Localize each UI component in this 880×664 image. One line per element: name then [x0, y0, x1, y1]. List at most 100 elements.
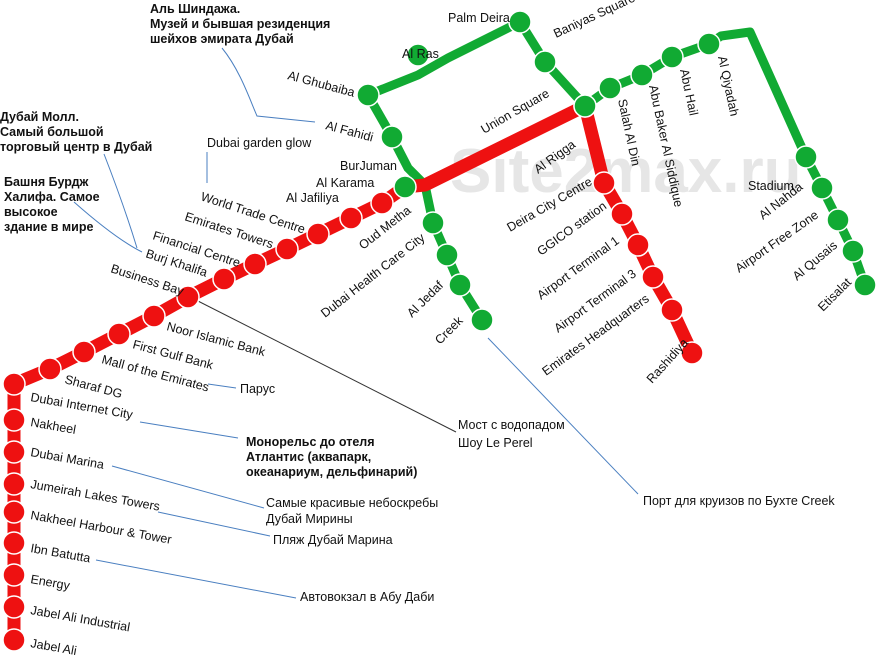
red-station-dot[interactable]	[592, 171, 616, 195]
red-station-label[interactable]: Energy	[29, 572, 71, 593]
green-station-label[interactable]: Baniyas Square	[551, 0, 637, 41]
red-station-label[interactable]: Al Jafiliya	[286, 191, 339, 205]
red-station-dot[interactable]	[243, 252, 267, 276]
red-station-dot[interactable]	[2, 563, 26, 587]
green-station-dot[interactable]	[380, 125, 404, 149]
red-station-dot[interactable]	[339, 206, 363, 230]
green-station-label[interactable]: Abu Hail	[677, 68, 701, 117]
red-station-label[interactable]: BurJuman	[340, 159, 397, 173]
annotation-line: высокое	[4, 205, 58, 219]
red-station-dot[interactable]	[38, 357, 62, 381]
annotation-monorail: Монорельс до отеля Атлантис (аквапарк, о…	[246, 435, 417, 479]
annotation-line: Халифа. Самое	[4, 190, 100, 204]
red-station-dot[interactable]	[72, 340, 96, 364]
callout-bridge	[191, 297, 457, 433]
red-station-label[interactable]: Al Karama	[316, 176, 374, 190]
red-station-dot[interactable]	[306, 222, 330, 246]
red-station-label[interactable]: Ibn Batutta	[29, 541, 91, 565]
green-station-label[interactable]: Etisalat	[815, 275, 854, 314]
annotation-line: Музей и бывшая резиденция	[150, 17, 330, 31]
callout-shindagha	[221, 47, 316, 123]
green-station-dot[interactable]	[841, 239, 865, 263]
green-station-dot[interactable]	[508, 10, 532, 34]
green-station-label[interactable]: Al Qusais	[790, 238, 840, 283]
green-station-dot[interactable]	[470, 308, 494, 332]
annotation-line: Дубай Мирины	[266, 512, 353, 526]
red-station-dot[interactable]	[2, 440, 26, 464]
callout-monorail	[139, 421, 239, 439]
red-station-label[interactable]: Jabel Ali Industrial	[29, 603, 131, 634]
red-station-dot[interactable]	[610, 202, 634, 226]
green-station-dot[interactable]	[435, 243, 459, 267]
annotation-line: Мост с водопадом	[458, 418, 565, 432]
green-station-dot[interactable]	[810, 176, 834, 200]
green-station-label[interactable]: Al Ras	[402, 47, 439, 61]
callout-burj	[73, 201, 143, 253]
red-station-dot[interactable]	[2, 472, 26, 496]
annotation-bus-station: Автовокзал в Абу Даби	[300, 590, 434, 604]
red-station-label[interactable]: Nakheel	[29, 415, 77, 437]
green-station-label[interactable]: Palm Deira	[448, 11, 510, 25]
red-station-dot[interactable]	[142, 304, 166, 328]
red-station-dot[interactable]	[2, 628, 26, 652]
red-station-dot[interactable]	[370, 191, 394, 215]
red-station-dot[interactable]	[626, 233, 650, 257]
red-station-dot[interactable]	[2, 531, 26, 555]
red-station-dot[interactable]	[275, 237, 299, 261]
red-station-label[interactable]: Nakheel Harbour & Tower	[29, 508, 172, 547]
annotation-marina-beach: Пляж Дубай Марина	[273, 533, 393, 547]
red-station-dot[interactable]	[2, 408, 26, 432]
callout-bus	[95, 559, 297, 599]
green-station-label[interactable]: Creek	[432, 313, 466, 347]
green-station-dot[interactable]	[697, 32, 721, 56]
red-station-dot[interactable]	[393, 175, 417, 199]
annotation-line: океанариум, дельфинарий)	[246, 465, 417, 479]
annotation-line: торговый центр в Дубай	[0, 140, 152, 154]
red-station-dot[interactable]	[660, 298, 684, 322]
callout-lines	[73, 47, 639, 599]
green-station-label[interactable]: Al Fahidi	[324, 118, 375, 144]
green-station-label[interactable]: Al Qiyadah	[715, 55, 741, 118]
red-station-dot[interactable]	[2, 372, 26, 396]
callout-parus	[207, 383, 237, 389]
red-station-dot[interactable]	[176, 285, 200, 309]
green-station-dot[interactable]	[448, 273, 472, 297]
red-station-dot[interactable]	[641, 265, 665, 289]
annotation-marina-scrapers: Самые красивые небоскребы Дубай Мирины	[266, 496, 442, 526]
annotation-line: Атлантис (аквапарк,	[246, 450, 371, 464]
red-station-label[interactable]: Jabel Ali	[29, 636, 77, 658]
red-station-dot[interactable]	[2, 595, 26, 619]
callout-marina-beach	[157, 511, 271, 537]
red-station-dot[interactable]	[680, 341, 704, 365]
annotation-line: здание в мире	[4, 220, 93, 234]
callout-port	[487, 337, 639, 495]
red-station-label[interactable]: Jumeirah Lakes Towers	[29, 477, 161, 514]
annotation-cruise-port: Порт для круизов по Бухте Creek	[643, 494, 835, 508]
green-station-dot[interactable]	[826, 208, 850, 232]
annotation-line: шейхов эмирата Дубай	[150, 32, 294, 46]
green-station-dot[interactable]	[356, 83, 380, 107]
red-station-dot[interactable]	[107, 322, 131, 346]
annotation-shindagha: Аль Шиндажа. Музей и бывшая резиденция ш…	[150, 2, 334, 46]
green-station-dot[interactable]	[630, 63, 654, 87]
green-station-dot[interactable]	[421, 211, 445, 235]
green-station-dot[interactable]	[660, 45, 684, 69]
green-station-dot[interactable]	[533, 50, 557, 74]
annotation-line: Башня Бурдж	[4, 175, 89, 189]
green-station-dot[interactable]	[853, 273, 877, 297]
red-station-dot[interactable]	[2, 500, 26, 524]
green-station-label[interactable]: Al Jedaf	[404, 278, 446, 320]
green-station-dot[interactable]	[598, 76, 622, 100]
annotation-line: Аль Шиндажа.	[150, 2, 240, 16]
annotation-line: Шоу Le Perel	[458, 436, 533, 450]
annotation-line: Самый большой	[0, 125, 104, 139]
annotation-burj-khalifa: Башня Бурдж Халифа. Самое высокое здание…	[4, 175, 103, 234]
green-station-label[interactable]: Stadium	[748, 179, 794, 193]
green-station-dot[interactable]	[406, 43, 430, 67]
red-station-label[interactable]: Dubai Marina	[29, 445, 105, 472]
green-station-dot[interactable]	[794, 145, 818, 169]
red-station-dot[interactable]	[212, 267, 236, 291]
green-station-label[interactable]: Al Ghubaiba	[286, 68, 356, 99]
red-station-dot[interactable]	[573, 94, 597, 118]
